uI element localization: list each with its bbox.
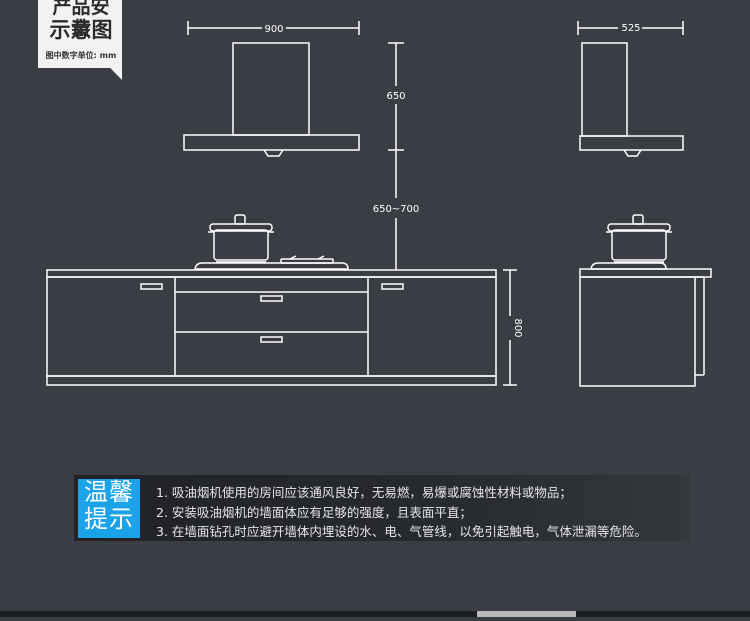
tip-line-1: 1. 吸油烟机使用的房间应该通风良好，无易燃，易爆或腐蚀性材料或物品；: [156, 485, 572, 500]
dim-800-label: 800: [512, 318, 523, 337]
dim-900-label: 900: [264, 24, 283, 35]
side-cabinet: [579, 268, 712, 387]
tip-line-2: 2. 安装吸油烟机的墙面体应有足够的强度，且表面平直；: [156, 504, 472, 520]
front-pot: [208, 214, 274, 263]
product-diagram-badge: 产品安装 示意图 图中数字单位: mm: [38, 0, 122, 80]
unit-note: 图中数字单位: mm: [45, 51, 117, 60]
tips-badge-line2: 提示: [84, 505, 134, 533]
tips-badge: 温馨 提示: [78, 479, 140, 538]
bottom-bar: [0, 611, 750, 617]
tip-line-3: 3. 在墙面钻孔时应避开墙体内埋设的水、电、气管线，以免引起触电，气体泄漏等危险…: [156, 524, 647, 539]
front-hood: [183, 42, 360, 157]
front-cabinet: [46, 269, 497, 386]
dim-650-label: 650: [386, 91, 405, 102]
tips-panel: 温馨 提示 1. 吸油烟机使用的房间应该通风良好，无易燃，易爆或腐蚀性材料或物品…: [74, 475, 690, 541]
tips-badge-line1: 温馨: [84, 478, 134, 506]
badge-title-line1: 产品安装: [52, 0, 110, 40]
dim-line-525: [577, 21, 684, 35]
dim-650-700-label: 650~700: [373, 204, 420, 215]
tips-list: 1. 吸油烟机使用的房间应该通风良好，无易燃，易爆或腐蚀性材料或物品； 2. 安…: [156, 483, 647, 542]
badge-title-line2: 示意图: [49, 18, 113, 42]
dim-line-vertical: [388, 42, 404, 270]
side-hood: [579, 42, 684, 157]
bottom-accent-bar: [477, 611, 576, 617]
dim-line-800: [503, 269, 517, 386]
dim-525-label: 525: [621, 23, 640, 34]
dim-line-900: [187, 21, 360, 35]
front-stove: [194, 255, 349, 270]
side-stove: [590, 262, 667, 270]
side-pot: [606, 214, 672, 263]
